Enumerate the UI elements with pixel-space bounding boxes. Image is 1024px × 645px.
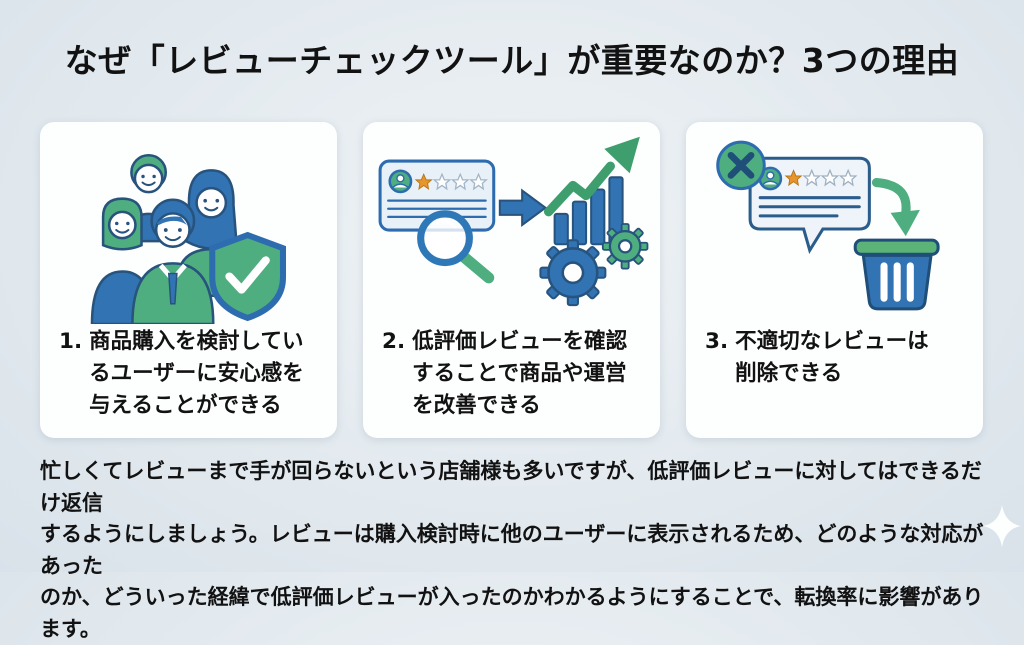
- reason-1-text: 1. 商品購入を検討してい るユーザーに安心感を 与えることができる: [59, 326, 327, 422]
- one-star-rating-icon: [414, 172, 488, 191]
- footer-note: 忙しくてレビューまで手が回らないという店舗様も多いですが、低評価レビューに対して…: [40, 459, 984, 641]
- curved-arrow-icon: [871, 177, 920, 237]
- reason-3-text: 3. 不適切なレビューは 削除できる: [705, 326, 973, 390]
- reason-cards-row: 1. 商品購入を検討してい るユーザーに安心感を 与えることができる: [40, 122, 983, 438]
- reason-card-2: 2. 低評価レビューを確認 することで商品や運営 を改善できる: [363, 122, 660, 438]
- page-title: なぜ「レビューチェックツール」が重要なのか？3つの理由: [64, 41, 960, 80]
- reason-2-number: 2.: [382, 329, 406, 354]
- reason-3-body: 不適切なレビューは 削除できる: [735, 329, 929, 386]
- magnifier-icon: [416, 210, 494, 284]
- trash-icon: [853, 238, 940, 311]
- reason-3-number: 3.: [705, 329, 729, 354]
- growth-chart-icon: [543, 136, 640, 246]
- people-group-with-shield-check-icon: [40, 132, 337, 324]
- reason-2-text: 2. 低評価レビューを確認 することで商品や運営 を改善できる: [382, 326, 650, 422]
- review-analysis-growth-icon: [363, 132, 660, 318]
- gears-icon: [538, 223, 648, 307]
- reason-1-body: 商品購入を検討してい るユーザーに安心感を 与えることができる: [89, 329, 304, 418]
- delete-review-icon: [686, 132, 983, 320]
- reason-2-body: 低評価レビューを確認 することで商品や運営 を改善できる: [412, 329, 628, 418]
- sparkle-icon: [981, 503, 1023, 549]
- review-bubble-icon: [748, 156, 871, 254]
- reason-card-1: 1. 商品購入を検討してい るユーザーに安心感を 与えることができる: [40, 122, 337, 438]
- arrow-right-icon: [498, 188, 547, 228]
- reason-1-number: 1.: [59, 329, 83, 354]
- x-badge-icon: [715, 140, 766, 191]
- reason-card-3: 3. 不適切なレビューは 削除できる: [686, 122, 983, 438]
